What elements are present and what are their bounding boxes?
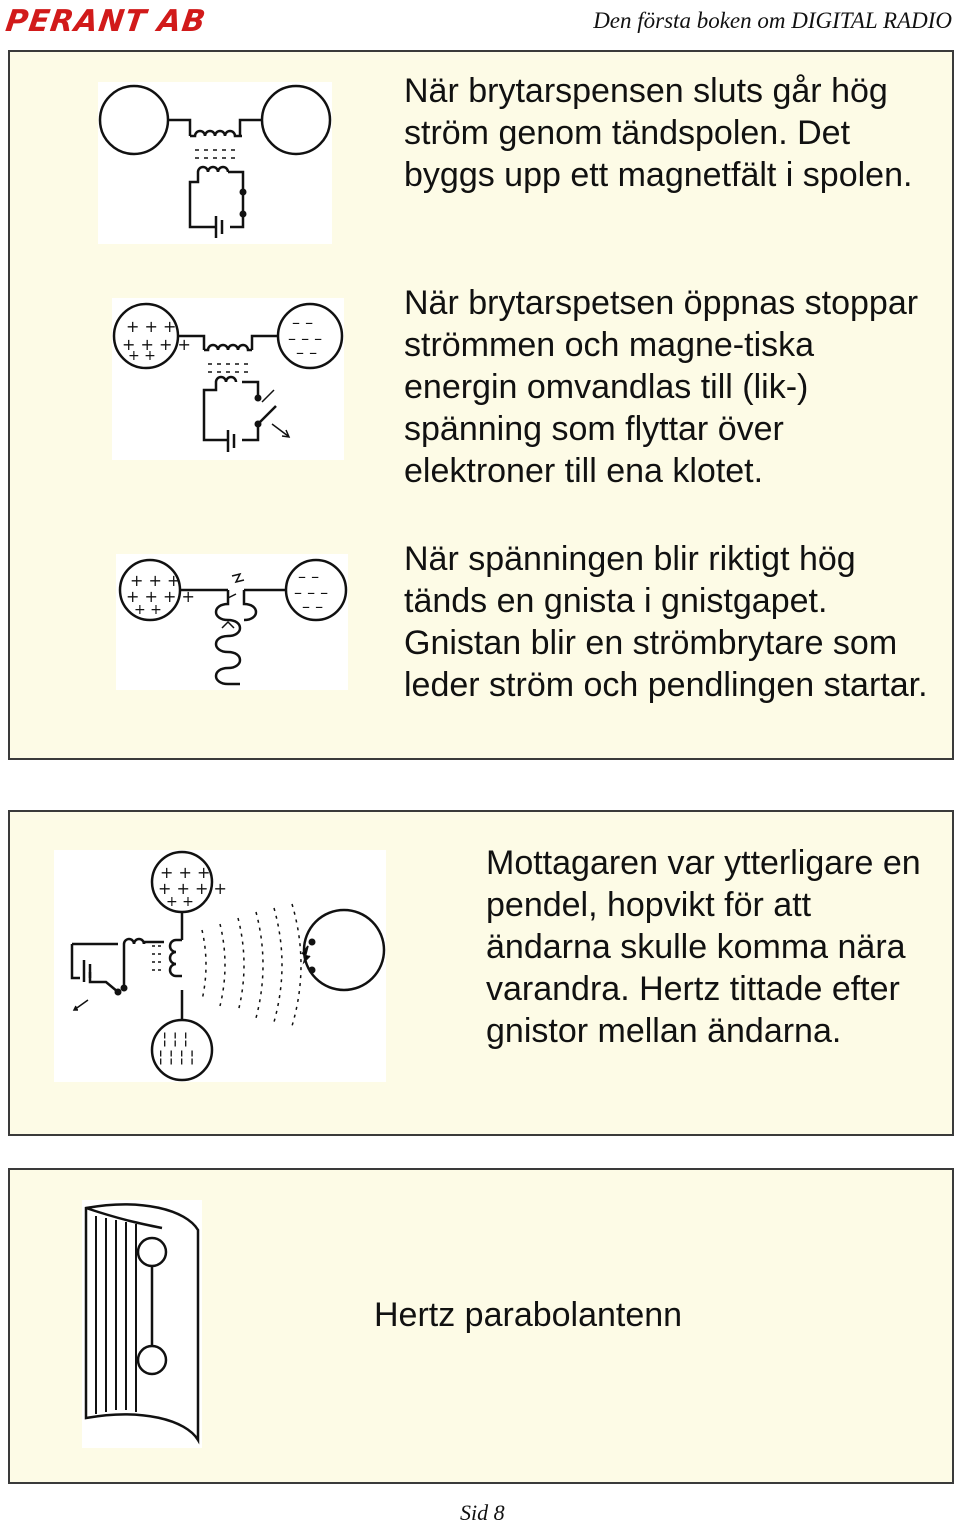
- svg-text:+ + + +: + + + +: [122, 335, 191, 354]
- receiver-figure: + + + + + + + + + ¦ ¦ ¦ ¦ ¦ ¦ ¦: [54, 850, 386, 1082]
- receiver-panel: + + + + + + + + + ¦ ¦ ¦ ¦ ¦ ¦ ¦ Mottagar…: [8, 810, 954, 1136]
- svg-text:¦ ¦ ¦: ¦ ¦ ¦: [162, 1029, 188, 1048]
- spark-text: När spänningen blir riktigt hög tänds en…: [404, 540, 928, 704]
- spark-gap-figure: + + + + + + + + + – – – – – – –: [116, 554, 348, 690]
- antenna-caption: Hertz parabolantenn: [374, 1296, 683, 1334]
- svg-text:+ +: + +: [166, 894, 194, 910]
- parabolic-antenna-svg: [84, 1203, 200, 1445]
- svg-text:+ + +: + + +: [126, 317, 176, 336]
- svg-text:– – –: – – –: [294, 583, 328, 602]
- svg-text:+ + +: + + +: [130, 571, 180, 590]
- parabolic-antenna-figure: [82, 1200, 202, 1448]
- receiver-svg: + + + + + + + + + ¦ ¦ ¦ ¦ ¦ ¦ ¦: [70, 850, 386, 1082]
- closed-circuit-svg: [98, 84, 332, 238]
- opened-contacts-text: När brytarspetsen öppnas stoppar strömme…: [404, 284, 919, 490]
- receiver-text: Mottagaren var ytterligare en pendel, ho…: [486, 844, 921, 1050]
- antenna-panel: Hertz parabolantenn: [8, 1168, 954, 1484]
- svg-text:+ +: + +: [134, 602, 162, 618]
- closed-circuit-figure: [98, 82, 332, 244]
- perant-logo: PERANT AB: [3, 4, 209, 39]
- svg-text:– –: – –: [292, 313, 313, 332]
- transmitter-panel: När brytarspensen sluts går hög ström ge…: [8, 50, 954, 760]
- spark-gap-svg: + + + + + + + + + – – – – – – –: [118, 558, 348, 686]
- svg-text:+ + + +: + + + +: [158, 879, 227, 898]
- svg-text:– –: – –: [296, 343, 317, 362]
- svg-text:+ +: + +: [128, 348, 156, 364]
- open-circuit-figure: + + + + + + + + + – – – – – – –: [112, 298, 344, 460]
- svg-text:– – –: – – –: [288, 329, 322, 348]
- book-title: Den första boken om DIGITAL RADIO: [593, 8, 952, 33]
- closed-contacts-text: När brytarspensen sluts går hög ström ge…: [404, 72, 913, 194]
- svg-text:– –: – –: [298, 567, 319, 586]
- svg-text:+ + +: + + +: [160, 863, 210, 882]
- svg-text:– –: – –: [302, 597, 323, 616]
- page-number: Sid 8: [460, 1500, 505, 1525]
- svg-text:+ + + +: + + + +: [126, 587, 195, 606]
- svg-text:¦ ¦ ¦ ¦: ¦ ¦ ¦ ¦: [158, 1047, 195, 1066]
- open-circuit-svg: + + + + + + + + + – – – – – – –: [112, 302, 344, 452]
